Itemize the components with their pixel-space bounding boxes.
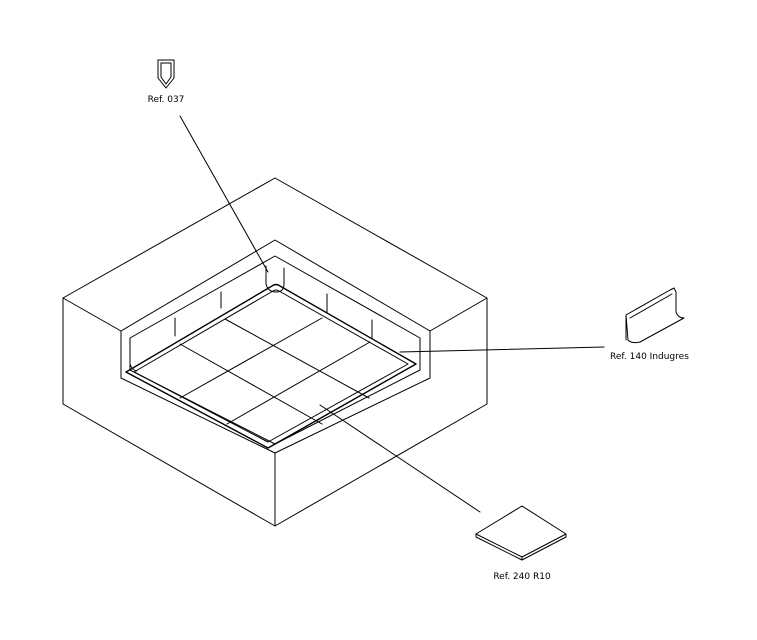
grid-line-b1: [179, 317, 323, 399]
tray-floor-outline-inner: [133, 289, 409, 443]
ref-140-piece-top: [629, 293, 673, 319]
ref-037-profile-icon: [157, 59, 175, 89]
grid-line-b2: [226, 341, 371, 425]
recess: [120, 239, 431, 454]
leader-ref-037: [179, 115, 269, 273]
cove-skirting: [129, 265, 373, 372]
part-ref-240: Ref. 240 R10: [475, 505, 567, 582]
label-ref-037: Ref. 037: [148, 95, 185, 105]
skirting-left-end: [129, 345, 138, 372]
skirting-back-corner: [265, 265, 285, 293]
part-ref-140: Ref. 140 Indugres: [610, 287, 689, 362]
leader-ref-240: [319, 404, 481, 513]
outer-block-top-right-edge: [429, 297, 488, 332]
ref-140-piece-outline: [625, 287, 685, 344]
leader-ref-140: [399, 346, 605, 353]
outer-block: [62, 177, 488, 527]
grid-line-a2: [224, 318, 370, 399]
outer-block-top-left-edge: [62, 297, 122, 332]
floor-tile-grid: [179, 317, 371, 425]
ref-037-profile-inner: [160, 62, 172, 85]
ref-240-tile-top: [475, 505, 567, 558]
label-ref-240: Ref. 240 R10: [493, 572, 551, 582]
recess-rim: [120, 239, 431, 454]
outer-block-outline: [62, 177, 488, 527]
part-ref-037: Ref. 037: [148, 59, 185, 105]
label-ref-140: Ref. 140 Indugres: [610, 352, 689, 362]
grid-line-a1: [179, 343, 323, 425]
leader-lines: [179, 115, 605, 513]
tray-floor-outline: [125, 283, 417, 449]
